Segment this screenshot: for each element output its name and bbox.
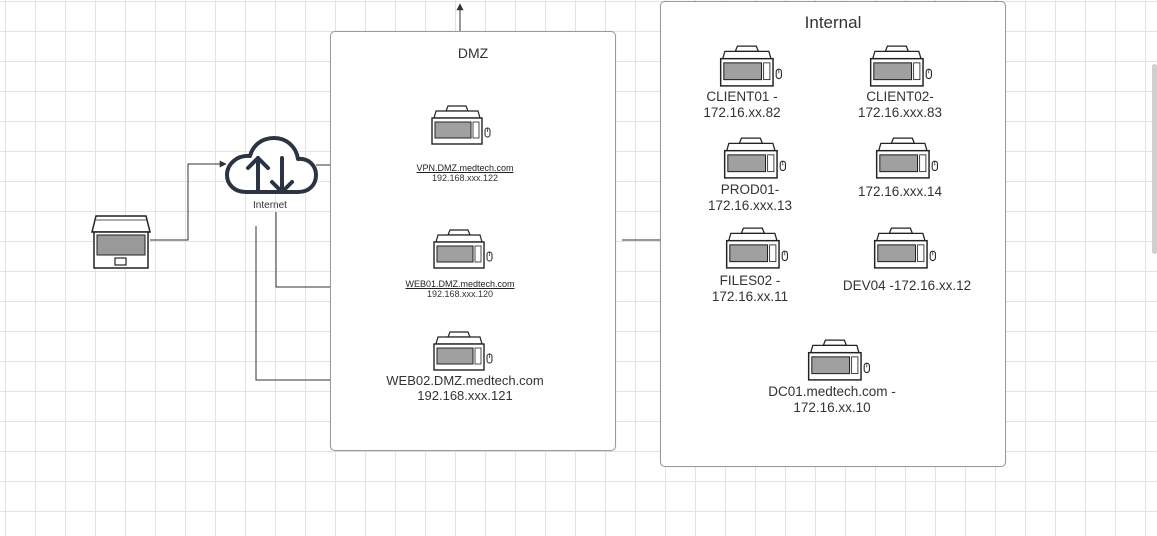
cloud-upload-download-icon[interactable] — [224, 134, 318, 198]
internal-zone-title: Internal — [804, 13, 862, 32]
internal-zone[interactable]: Internal — [660, 1, 1006, 467]
desktop-computer-icon — [433, 331, 493, 371]
desktop-computer-icon — [433, 229, 493, 269]
dev04-label: DEV04 -172.16.xx.12 — [842, 278, 972, 293]
dmz-zone-title: DMZ — [457, 45, 489, 61]
client02-label: CLIENT02- 172.16.xxx.83 — [857, 89, 943, 120]
desktop-computer-icon — [723, 137, 786, 179]
web01-label: WEB01.DMZ.medtech.com 192.168.xxx.120 — [405, 279, 515, 300]
desktop-computer-icon — [807, 339, 870, 381]
desktop-computer-icon — [431, 105, 491, 145]
client01-label: CLIENT01 - 172.16.xx.82 — [703, 89, 781, 120]
laptop-icon[interactable] — [90, 214, 152, 270]
files02-label: FILES02 - 172.16.xx.11 — [711, 273, 789, 304]
desktop-computer-icon — [725, 227, 788, 269]
desktop-computer-icon — [869, 45, 932, 87]
desktop-computer-icon — [873, 227, 936, 269]
vpn-label: VPN.DMZ.medtech.com 192.168.xxx.122 — [416, 163, 514, 184]
internet-label: Internet — [253, 200, 287, 211]
dc01-label: DC01.medtech.com - 172.16.xx.10 — [768, 384, 896, 415]
host-14-label: 172.16.xxx.14 — [857, 184, 943, 199]
prod01-label: PROD01- 172.16.xxx.13 — [707, 182, 793, 213]
laptop-to-internet-line — [150, 160, 227, 241]
web02-label: WEB02.DMZ.medtech.com 192.168.xxx.121 — [386, 373, 544, 403]
desktop-computer-icon — [719, 45, 782, 87]
vertical-scrollbar[interactable] — [1152, 64, 1157, 254]
desktop-computer-icon — [875, 137, 938, 179]
